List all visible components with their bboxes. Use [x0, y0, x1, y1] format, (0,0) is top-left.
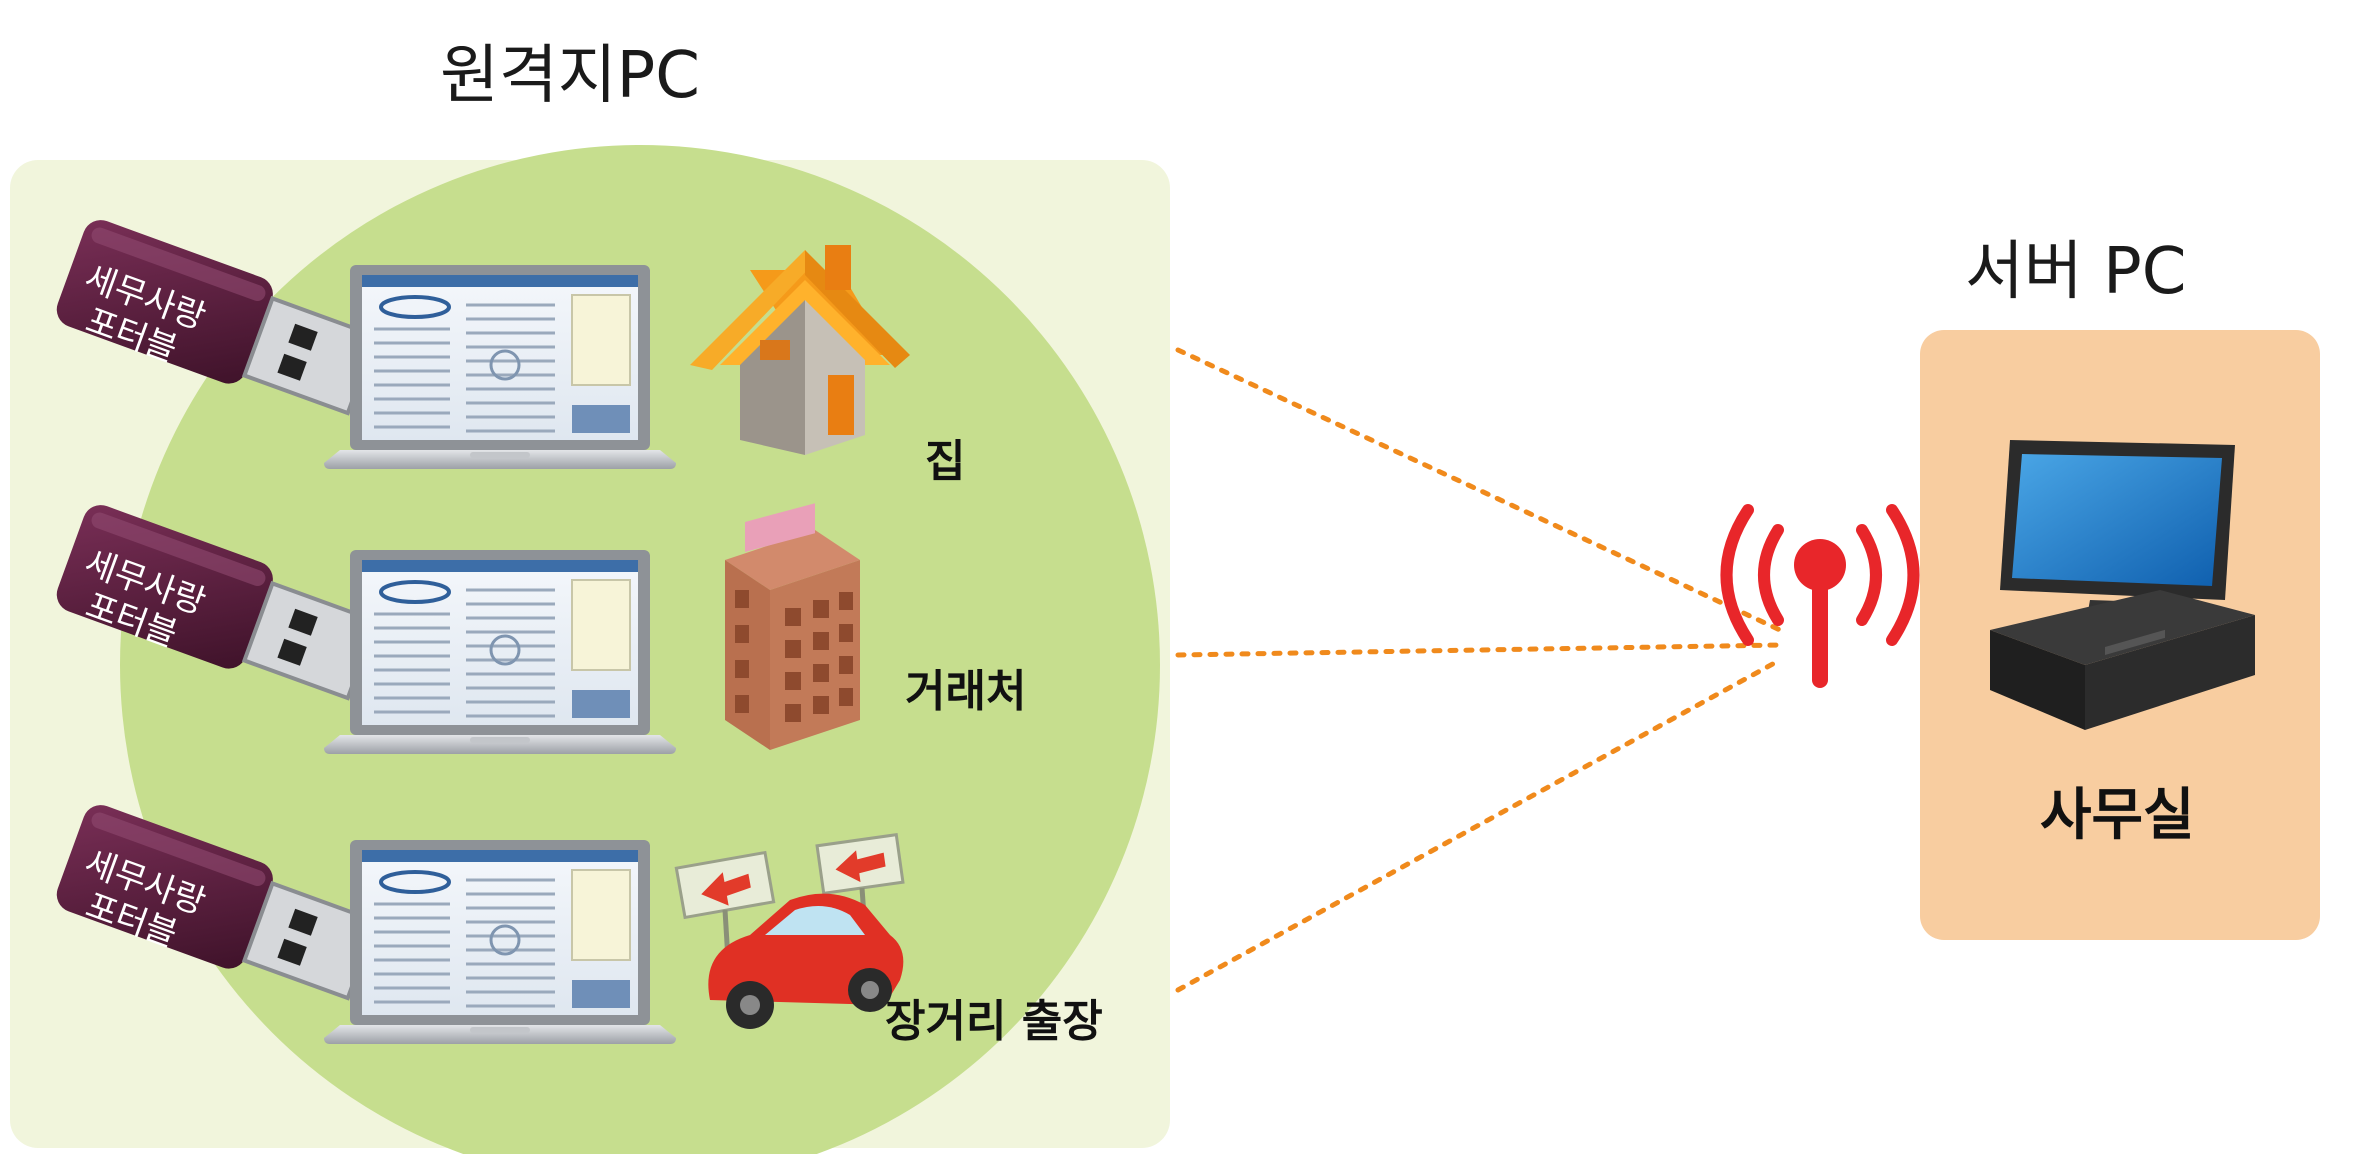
connection-line-home — [1175, 347, 1783, 633]
connection-line-trip — [1175, 657, 1783, 993]
house-icon — [690, 245, 910, 455]
server-pc-title: 서버 PC — [1965, 235, 2187, 309]
location-label-client: 거래처 — [905, 666, 1027, 717]
desktop-computer-icon — [1990, 440, 2255, 730]
office-building-icon — [725, 503, 860, 750]
laptop-2 — [322, 548, 678, 756]
connection-lines — [1175, 347, 1783, 993]
location-label-home: 집 — [925, 436, 966, 487]
laptop-1 — [322, 263, 678, 471]
server-location-label: 사무실 — [2040, 783, 2195, 848]
laptop-3 — [322, 838, 678, 1046]
car-icon — [674, 832, 905, 1029]
remote-pc-title: 원격지PC — [440, 39, 700, 113]
wireless-antenna-icon — [1720, 504, 1920, 688]
connection-line-client — [1175, 642, 1783, 658]
location-label-business-trip: 장거리 출장 — [885, 996, 1103, 1047]
